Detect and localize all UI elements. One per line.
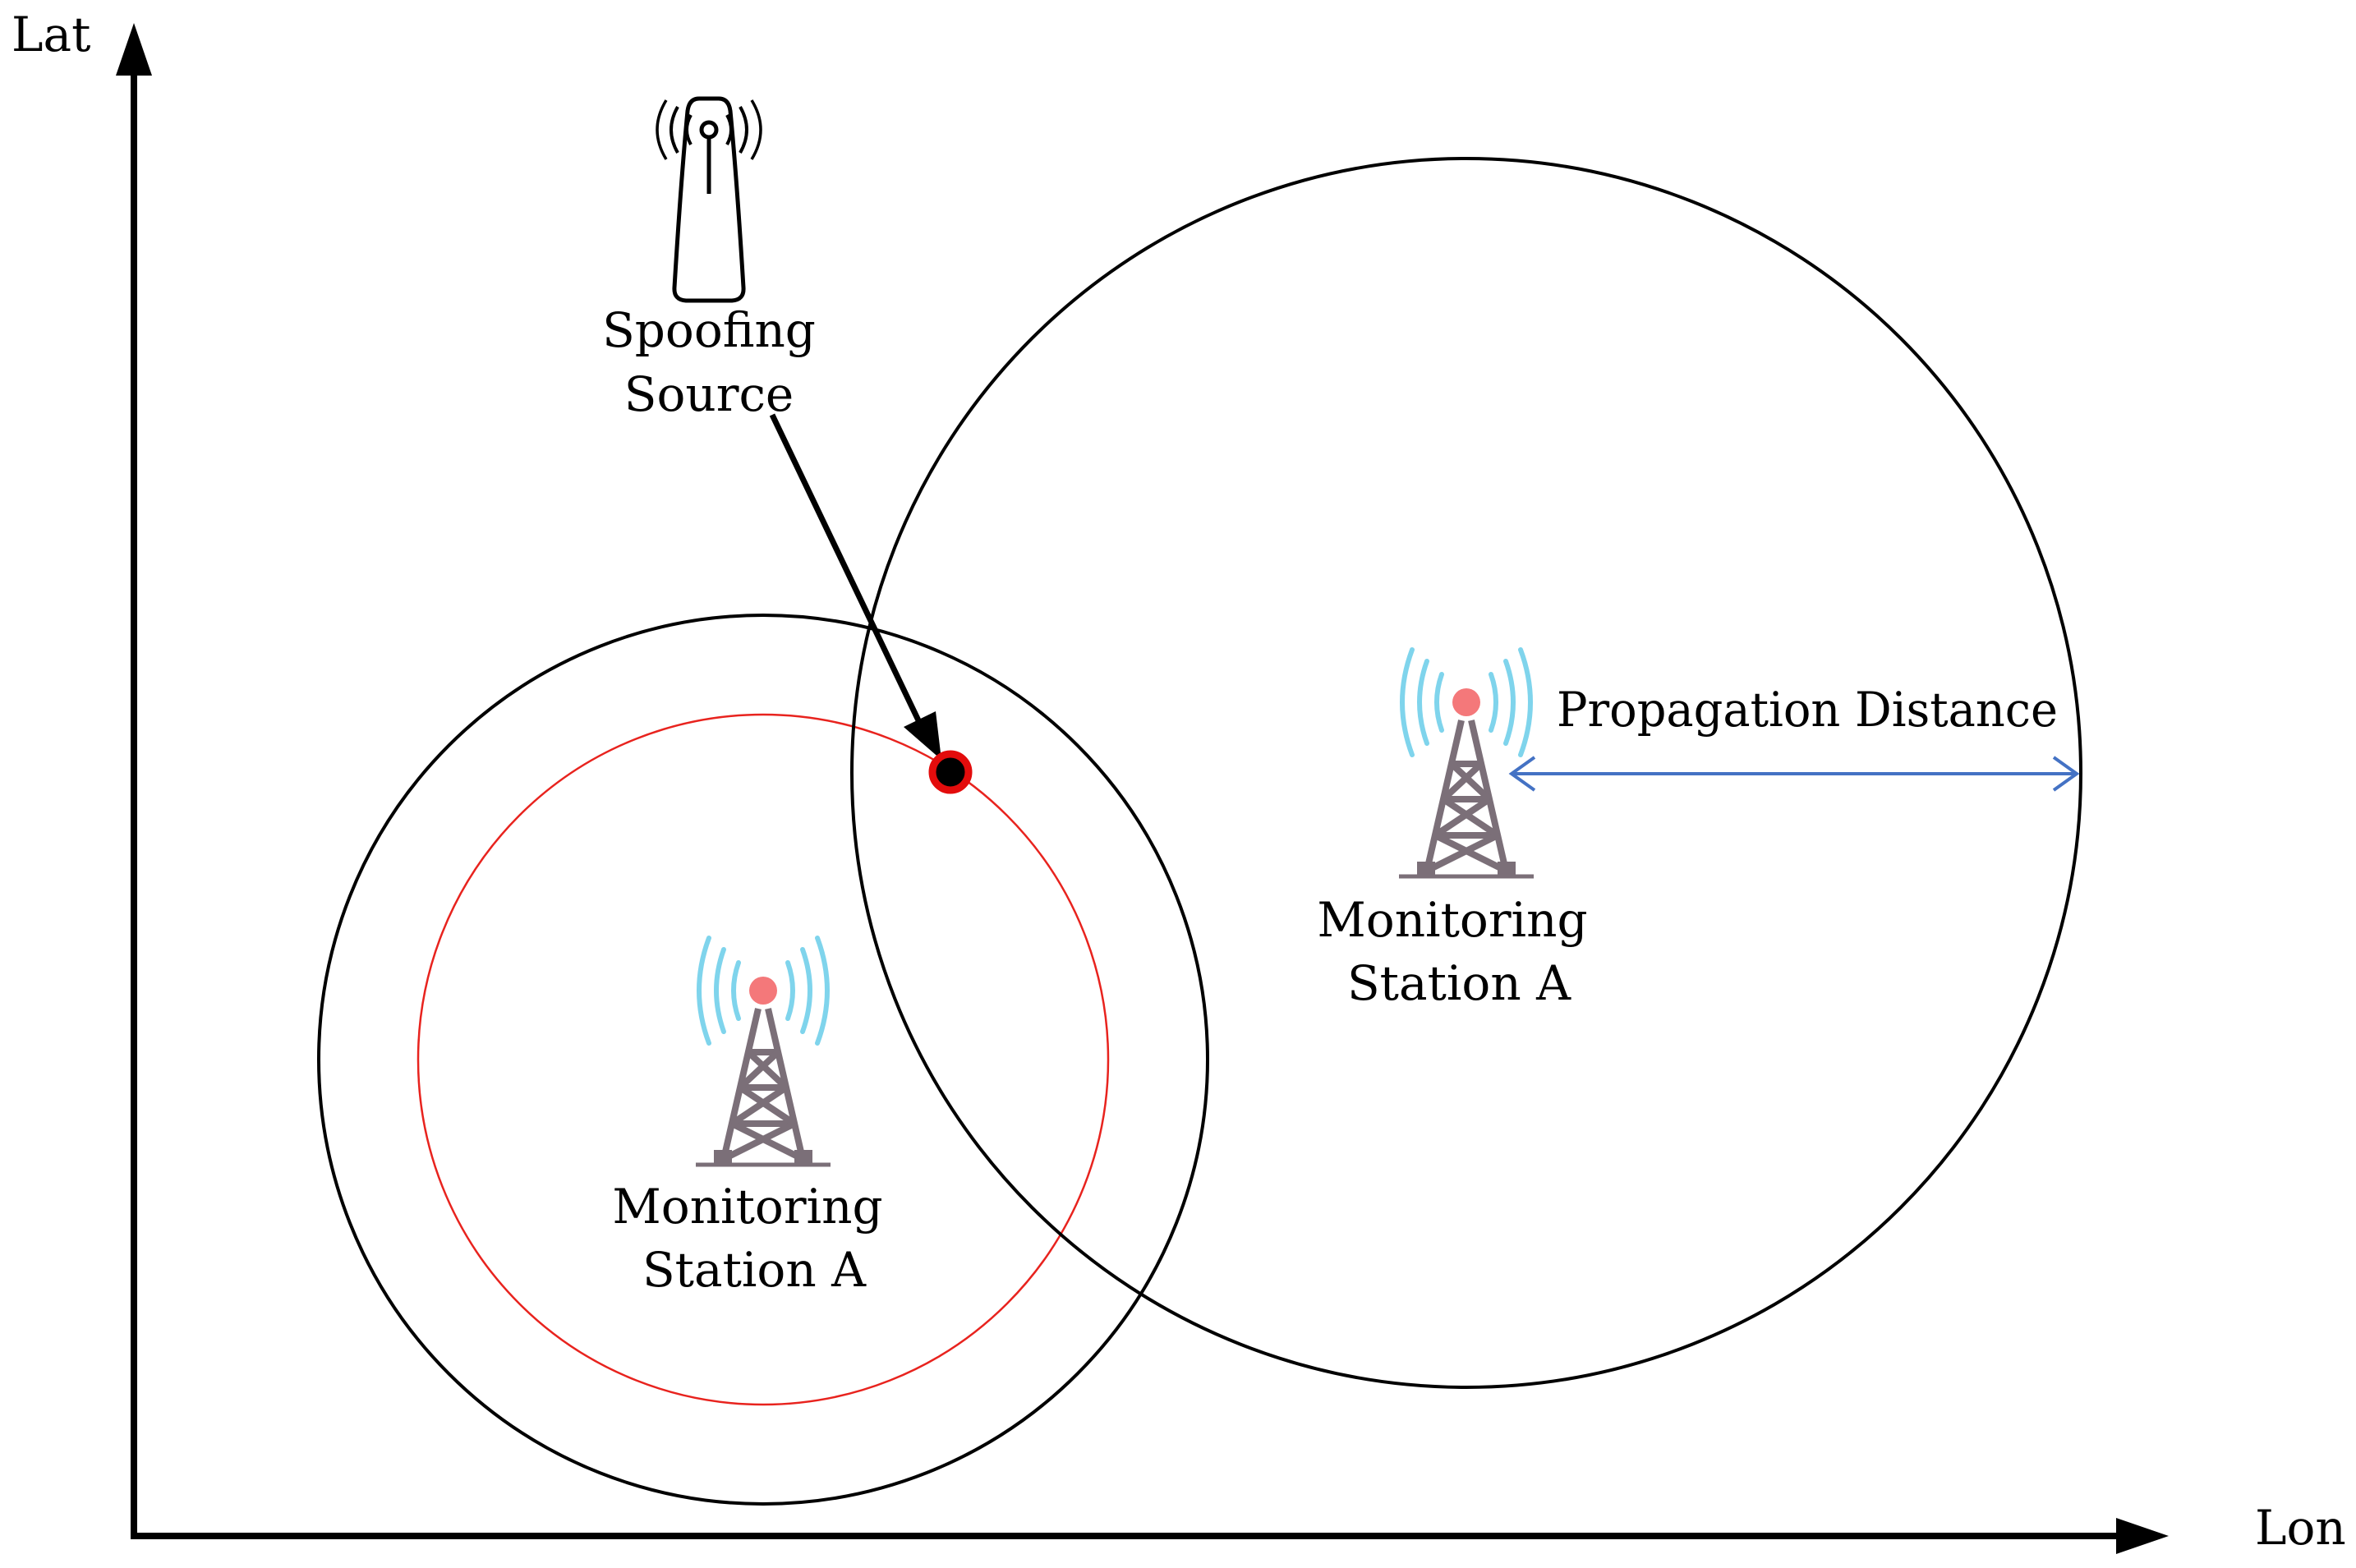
range-circles	[317, 157, 2082, 1506]
spoofing-source-label-line2: Source	[624, 366, 794, 422]
spoofing-arrow	[769, 413, 930, 739]
x-axis-arrowhead	[2116, 1518, 2169, 1554]
y-axis-label: Lat	[12, 7, 90, 62]
right-station-label-line1: Monitoring	[1317, 892, 1587, 948]
propagation-distance-label: Propagation Distance	[1557, 682, 2058, 738]
y-axis-arrowhead	[116, 23, 152, 76]
left-station-inner-circle	[416, 713, 1110, 1406]
propagation-distance-arrow	[1508, 756, 2080, 792]
spoofing-arrowhead	[904, 711, 941, 760]
left-station-label-line2: Station A	[642, 1242, 867, 1298]
right-station-range-circle	[850, 157, 2082, 1389]
antenna-beacon-icon	[656, 96, 762, 303]
left-station-range-circle	[317, 614, 1209, 1506]
estimated-location-marker	[928, 750, 973, 794]
x-axis-label: Lon	[2255, 1500, 2346, 1556]
left-station-label-line1: Monitoring	[612, 1179, 882, 1235]
right-station-label-line2: Station A	[1347, 955, 1571, 1011]
spoofing-source-label-line1: Spoofing	[602, 302, 816, 358]
axes: Lat Lon	[12, 7, 2346, 1556]
radio-tower-icon	[696, 936, 831, 1167]
radio-tower-icon	[1399, 647, 1534, 879]
